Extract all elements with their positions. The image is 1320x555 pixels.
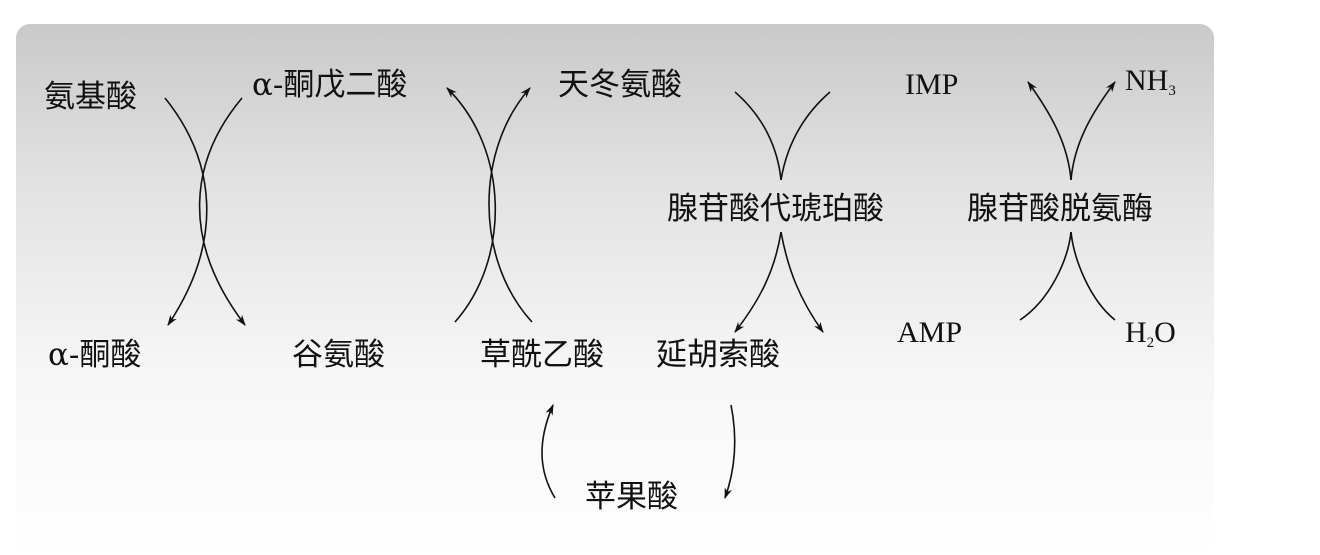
nh3-base: NH	[1125, 64, 1169, 97]
arrow-to-nh3	[1070, 81, 1116, 181]
arrow-ketoglutarate-to-glutamate	[198, 97, 246, 326]
node-alpha-ketoglutarate: α-酮戊二酸	[252, 67, 408, 103]
h2o-h: H	[1125, 316, 1147, 349]
line-amp-in	[1019, 231, 1072, 321]
node-aspartate: 天冬氨酸	[558, 67, 682, 103]
node-fumarate: 延胡索酸	[656, 337, 780, 373]
node-imp: IMP	[905, 68, 959, 101]
node-amp: AMP	[897, 316, 963, 349]
node-amino-acid: 氨基酸	[44, 79, 137, 115]
node-malate: 苹果酸	[585, 479, 678, 515]
node-alpha-keto-acid: α-酮酸	[48, 337, 142, 373]
arrow-aminoacid-to-ketoacid	[164, 97, 208, 326]
arrow-to-fumarate	[734, 231, 782, 333]
arrow-glutamate-to-ketoglutarate	[446, 87, 497, 323]
arrow-to-amp	[780, 231, 824, 333]
node-adenylosuccinate: 腺苷酸代琥珀酸	[667, 191, 884, 227]
node-glutamate: 谷氨酸	[292, 337, 385, 373]
line-h2o-in	[1070, 231, 1116, 321]
arrow-fumarate-to-malate	[724, 404, 736, 500]
node-nh3: NH3	[1125, 66, 1176, 99]
h2o-subscript: 2	[1146, 335, 1155, 351]
node-oxaloacetate: 草酰乙酸	[480, 337, 604, 373]
arrow-oxaloacetate-to-aspartate	[488, 87, 533, 323]
arrow-malate-to-oxaloacetate	[541, 403, 556, 499]
node-h2o: H2O	[1125, 318, 1176, 351]
node-amp-deaminase: 腺苷酸脱氨酶	[967, 191, 1153, 227]
line-aspartate-in	[734, 91, 782, 181]
h2o-o: O	[1154, 316, 1176, 349]
line-imp-in	[780, 91, 831, 181]
arrow-to-imp	[1027, 81, 1072, 181]
diagram-background	[16, 24, 1214, 555]
nh3-subscript: 3	[1168, 83, 1176, 99]
